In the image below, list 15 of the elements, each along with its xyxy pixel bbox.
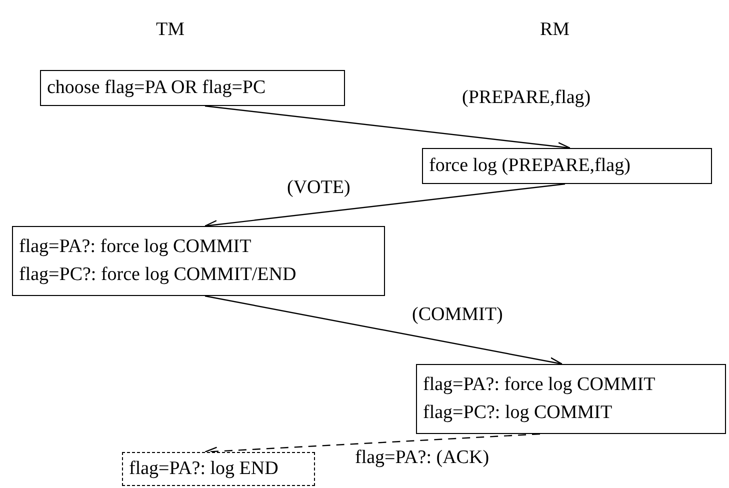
column-heading: TM xyxy=(156,18,184,42)
box-text: flag=PC?: force log COMMIT/END xyxy=(19,263,298,287)
column-heading: RM xyxy=(540,18,570,42)
process-box xyxy=(40,70,345,106)
process-box xyxy=(416,364,726,434)
process-box xyxy=(422,148,712,184)
box-text: flag=PC?: log COMMIT xyxy=(423,401,614,425)
dashed-process-box xyxy=(122,452,315,486)
box-text: choose flag=PA OR flag=PC xyxy=(47,76,267,100)
process-box xyxy=(12,226,385,296)
arrow xyxy=(204,295,563,366)
box-text: force log (PREPARE,flag) xyxy=(429,154,632,178)
box-text: flag=PA?: force log COMMIT xyxy=(423,373,656,397)
box-text: flag=PA?: force log COMMIT xyxy=(19,235,252,259)
box-text: flag=PA?: log END xyxy=(129,457,280,481)
